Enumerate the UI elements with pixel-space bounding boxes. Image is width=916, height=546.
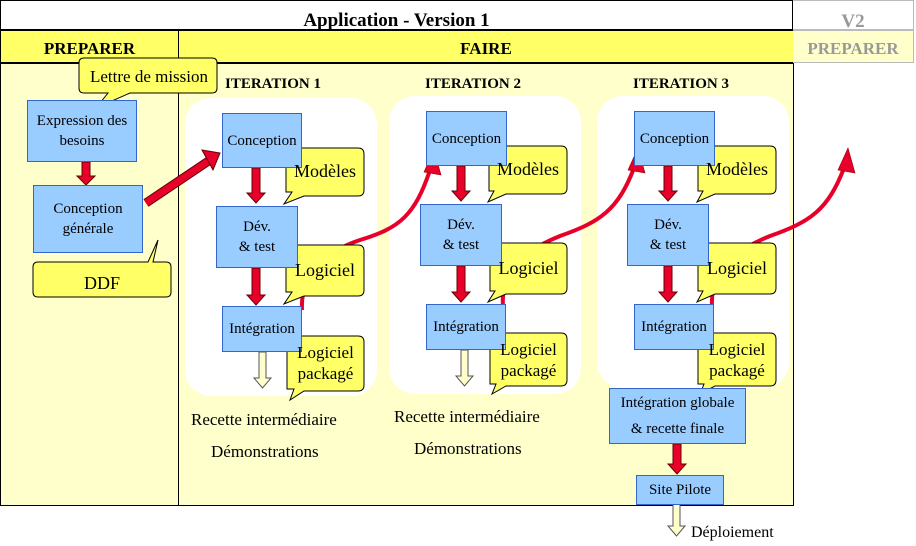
iteration-2-dev-test-box: Dév. & test (420, 204, 502, 266)
iteration-3-title: ITERATION 3 (633, 76, 729, 92)
iteration-2-integration-box: Intégration (426, 304, 506, 350)
iteration-2-recette: Recette intermédiaire (394, 407, 540, 426)
iteration-3-logiciel-package-callout: Logiciel packagé (698, 339, 776, 381)
iteration-3-dev-line-2: & test (649, 237, 687, 253)
lettre-de-mission-callout: Lettre de mission (89, 67, 209, 86)
iteration-1-integration-box: Intégration (222, 306, 302, 352)
version-2-label: V2 (793, 0, 914, 32)
iteration-3-integration-box: Intégration (634, 304, 714, 350)
callouts (32, 57, 777, 402)
iteration-1-logiciel-callout: Logiciel (295, 260, 355, 280)
iteration-2-modeles-callout: Modèles (497, 159, 559, 179)
header-preparer-next: PREPARER (793, 30, 914, 63)
iteration-2-logiciel-package-callout: Logiciel packagé (490, 339, 567, 381)
iteration-2-package-line-2: packagé (500, 361, 557, 380)
deploiement-label: Déploiement (691, 524, 774, 541)
iteration-2-conception-box: Conception (426, 111, 507, 166)
iteration-3-integration-label: Intégration (641, 319, 707, 335)
expression-line-1: Expression des (36, 113, 128, 129)
hollow-arrows (252, 349, 687, 537)
iteration-1-conception-label: Conception (227, 132, 297, 149)
iteration-1-demonstrations: Démonstrations (211, 442, 319, 461)
iteration-1-recette: Recette intermédiaire (191, 410, 337, 429)
integration-globale-box: Intégration globale & recette finale (609, 388, 746, 444)
iteration-1-dev-line-1: Dév. (243, 219, 271, 235)
iteration-3-dev-line-1: Dév. (654, 217, 682, 233)
conception-generale-line-2: générale (62, 221, 114, 237)
iteration-1-title: ITERATION 1 (225, 76, 321, 92)
iteration-3-package-line-1: Logiciel (708, 340, 766, 359)
flow-arrows (75, 161, 688, 475)
iteration-1-modeles-callout: Modèles (294, 161, 356, 181)
iteration-1-package-line-1: Logiciel (297, 343, 354, 362)
iteration-2-demonstrations: Démonstrations (414, 439, 522, 458)
iteration-1-conception-box: Conception (222, 113, 302, 168)
iteration-1-dev-test-box: Dév. & test (216, 206, 298, 268)
iteration-3-conception-label: Conception (639, 130, 710, 147)
conception-generale-line-1: Conception (53, 201, 123, 217)
page-title: Application - Version 1 (0, 0, 793, 31)
iteration-2-integration-label: Intégration (433, 319, 499, 335)
iteration-3-package-line-2: packagé (709, 361, 765, 380)
iteration-3-dev-test-box: Dév. & test (627, 204, 709, 266)
iteration-2-dev-line-1: Dév. (447, 217, 475, 233)
site-pilote-label: Site Pilote (648, 482, 712, 498)
integration-globale-line-2: & recette finale (630, 421, 725, 437)
iteration-1-dev-line-2: & test (238, 239, 276, 255)
header-faire: FAIRE (178, 30, 794, 63)
iteration-3-logiciel-callout: Logiciel (707, 258, 767, 278)
site-pilote-box: Site Pilote (636, 475, 724, 505)
iteration-1-integration-label: Intégration (229, 321, 295, 337)
expression-des-besoins-box: Expression des besoins (27, 100, 137, 162)
iteration-2-package-line-1: Logiciel (500, 340, 557, 359)
iteration-3-conception-box: Conception (634, 111, 715, 166)
iteration-1-logiciel-package-callout: Logiciel packagé (287, 342, 364, 384)
iteration-3-modeles-callout: Modèles (706, 159, 768, 179)
integration-globale-line-1: Intégration globale (620, 395, 735, 411)
iteration-2-title: ITERATION 2 (425, 76, 521, 92)
iteration-1-package-line-2: packagé (297, 364, 354, 383)
ddf-callout: DDF (83, 273, 120, 293)
iteration-2-dev-line-2: & test (442, 237, 480, 253)
iteration-2-conception-label: Conception (431, 130, 502, 147)
conception-generale-box: Conception générale (33, 185, 143, 253)
expression-line-2: besoins (59, 133, 105, 149)
iteration-2-logiciel-callout: Logiciel (498, 258, 559, 278)
